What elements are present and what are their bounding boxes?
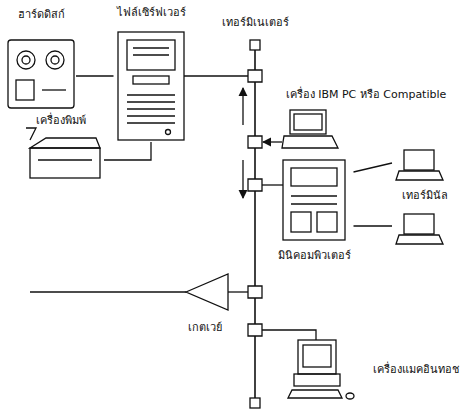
printer-drawing <box>26 128 100 178</box>
cable <box>354 163 393 226</box>
gateway-drawing <box>186 274 228 310</box>
file-server-node: ไฟล์เซิร์ฟเวอร์ <box>114 6 189 142</box>
mini-wire <box>262 184 283 185</box>
device-label: เครื่องพิมพ์ <box>35 114 87 127</box>
cable <box>76 75 114 76</box>
device-label: ฮาร์ดดิสก์ <box>17 8 66 21</box>
device-label: เกตเวย์ <box>187 321 223 334</box>
terminator-top <box>250 40 260 50</box>
device-label: เครื่อง IBM PC หรือ Compatible <box>285 88 448 101</box>
mac-drawing <box>288 340 354 399</box>
terminator-node: เทอร์มิเนเตอร์ <box>205 16 305 52</box>
terminator-bottom <box>250 398 260 408</box>
mac-wire <box>262 330 316 340</box>
terminal-node: เทอร์มินัล <box>392 146 458 246</box>
cable <box>104 142 151 160</box>
pc-drawing <box>282 110 338 148</box>
gateway-wire <box>228 291 248 292</box>
file-server-drawing <box>118 32 184 140</box>
device-label: ไฟล์เซิร์ฟเวอร์ <box>116 6 187 19</box>
bus-taps <box>248 70 262 336</box>
gateway-node: เกตเวย์ <box>175 270 235 334</box>
outside-line <box>30 291 186 292</box>
pc-wire <box>263 141 282 142</box>
server-wire <box>184 75 248 76</box>
printer-node: เครื่องพิมพ์ <box>18 114 104 184</box>
device-label: เครื่องแมคอินทอช <box>372 363 460 376</box>
hard-disk-node: ฮาร์ดดิสก์ <box>6 8 76 110</box>
signal-arrow <box>242 88 243 125</box>
device-label: เทอร์มิเนเตอร์ <box>221 16 290 29</box>
pc-station-node: เครื่อง IBM PC หรือ Compatible <box>272 88 460 150</box>
minicomputer-node: มินิคอมพิวเตอร์ <box>275 158 354 262</box>
device-label: เทอร์มินัล <box>401 189 449 202</box>
bus-cable <box>254 50 256 398</box>
device-label: มินิคอมพิวเตอร์ <box>277 249 352 262</box>
macintosh-node: เครื่องแมคอินทอช <box>286 338 460 402</box>
hard-disk-drawing <box>8 40 74 108</box>
minicomputer-drawing <box>283 160 345 240</box>
signal-arrow <box>242 160 243 198</box>
